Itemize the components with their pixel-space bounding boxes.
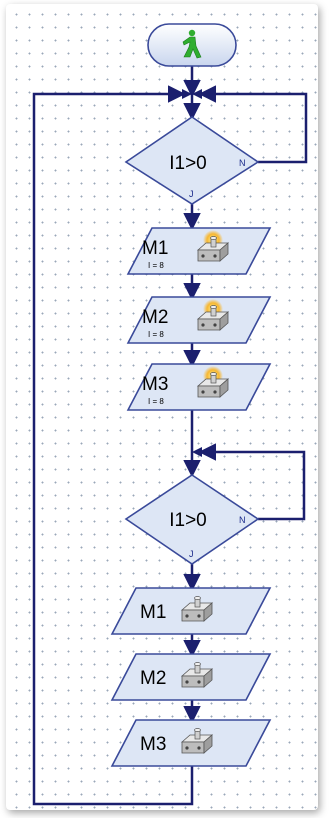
motor-lamp-on-icon: [197, 299, 229, 331]
motor-param: I = 8: [148, 397, 164, 406]
motor-label: M3: [140, 734, 166, 755]
connector-lines: [32, 66, 308, 806]
motor-label: M1: [142, 238, 168, 259]
motor-node-m1-on[interactable]: M1 I = 8: [126, 227, 272, 275]
motor-param: I = 8: [148, 330, 164, 339]
motor-label: M2: [142, 307, 168, 328]
decision-yes-label: J: [189, 549, 194, 559]
motor-node-m3-off[interactable]: M3: [110, 719, 272, 767]
motor-node-m1-off[interactable]: M1: [110, 587, 272, 635]
motor-label: M2: [140, 668, 166, 689]
motor-lamp-on-icon: [197, 366, 229, 398]
motor-lamp-on-icon: [197, 230, 229, 262]
motor-node-m2-off[interactable]: M2: [110, 653, 272, 701]
motor-label: M1: [140, 602, 166, 623]
decision-node-1[interactable]: I1>0 N J: [124, 116, 260, 205]
start-node[interactable]: [147, 23, 237, 67]
motor-label: M3: [142, 374, 168, 395]
motor-node-m3-on[interactable]: M3 I = 8: [126, 363, 272, 411]
decision-no-label: N: [239, 158, 246, 168]
start-pedestrian-icon: [182, 29, 202, 59]
motor-node-m2-on[interactable]: M2 I = 8: [126, 296, 272, 344]
junction-markers: [182, 89, 202, 457]
motor-param: I = 8: [148, 261, 164, 270]
flowchart-canvas[interactable]: I1>0 N J M1 I = 8 M2 I = 8 M3 I = 8 I1>0: [6, 4, 318, 810]
decision-node-2[interactable]: I1>0 N J: [124, 474, 260, 565]
decision-label: I1>0: [169, 510, 207, 531]
decision-yes-label: J: [189, 189, 194, 199]
decision-label: I1>0: [169, 153, 207, 174]
decision-no-label: N: [239, 515, 246, 525]
